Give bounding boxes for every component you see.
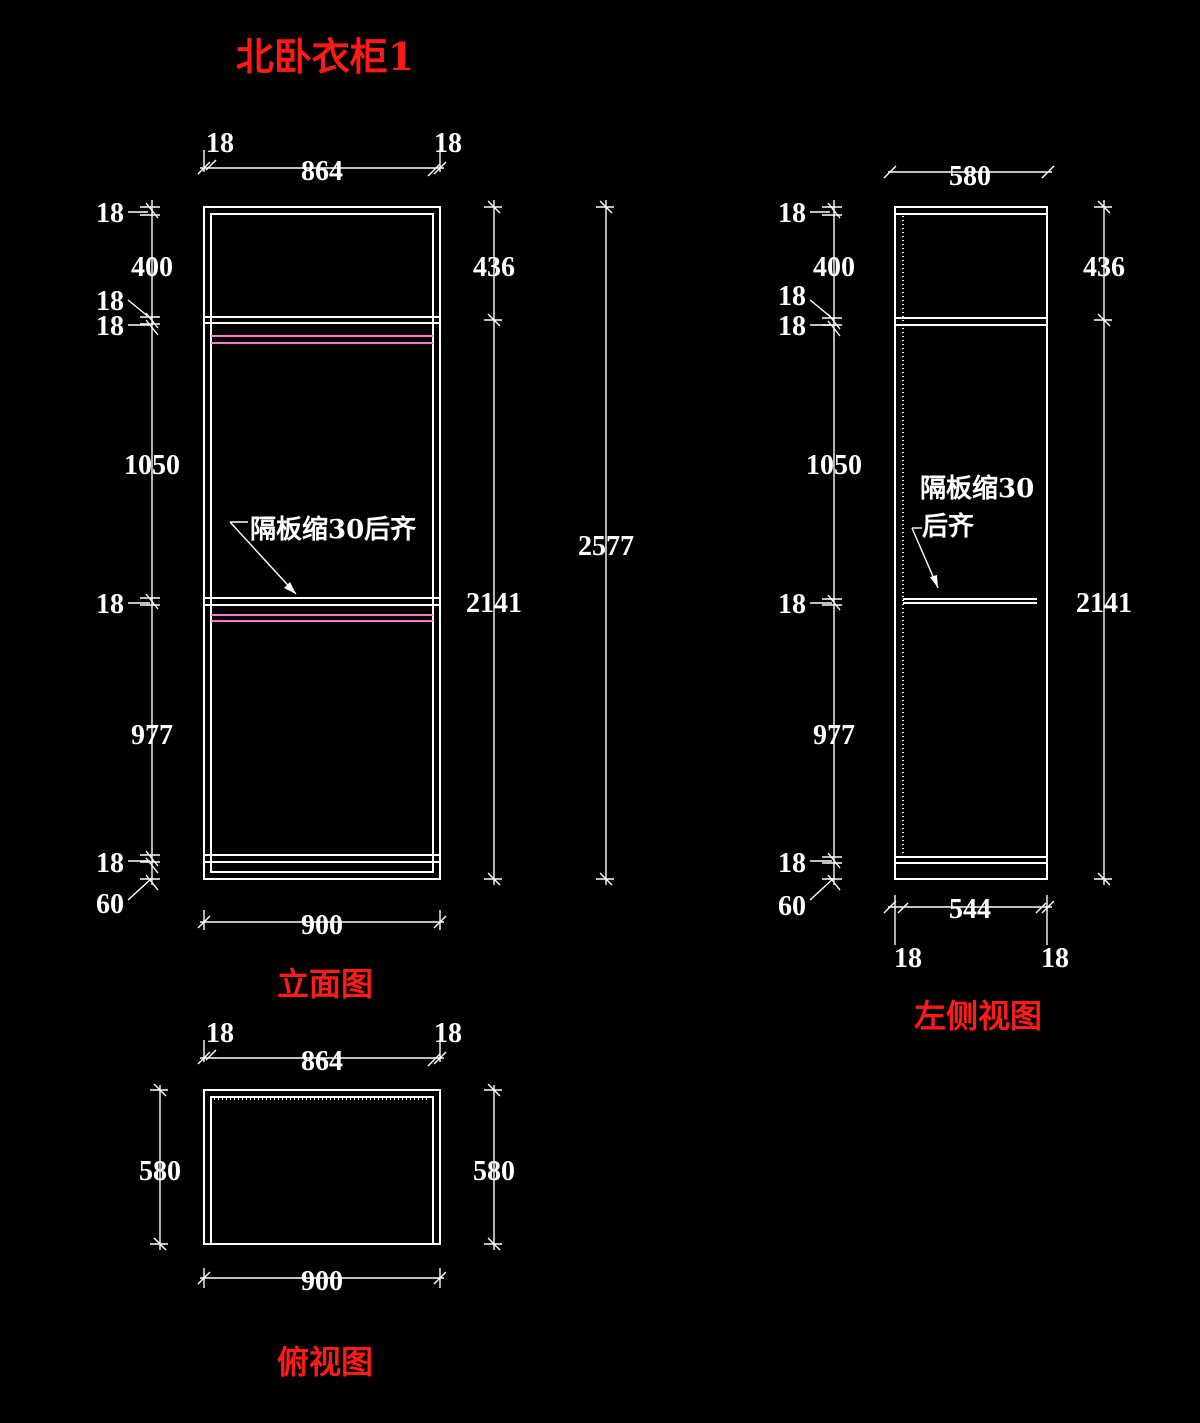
elevation-shelf2-thickness: 18	[96, 589, 124, 620]
elevation-upper-height: 436	[473, 252, 515, 283]
elevation-lower-space-height: 977	[131, 720, 173, 751]
elevation-right-side-thickness: 18	[434, 128, 462, 159]
side-shelf-note-line2: 后齐	[922, 511, 975, 542]
side-back-thickness: 18	[1041, 943, 1069, 974]
elevation-middle-space-height: 1050	[124, 450, 180, 481]
side-shelf2-thickness: 18	[778, 589, 806, 620]
side-bottom-panel-thickness: 18	[778, 848, 806, 879]
side-view: 580 18 400 18	[778, 161, 1132, 1035]
elevation-top-panel-thickness: 18	[96, 198, 124, 229]
plan-right-depth: 580	[473, 1156, 515, 1187]
side-shelf1-lower-thickness: 18	[778, 311, 806, 342]
side-shelf-note: 隔板缩30 后齐	[911, 473, 1034, 589]
side-view-label: 左侧视图	[914, 997, 1042, 1035]
plan-overall-width: 900	[301, 1266, 343, 1297]
side-inner-depth: 544	[949, 894, 991, 925]
side-cabinet-outline	[894, 206, 1048, 880]
side-top-space-height: 400	[813, 252, 855, 283]
elevation-cabinet-outline	[203, 206, 441, 880]
elevation-left-dimension-chain: 18 400 18 18 1050 18 977 18 60	[96, 198, 180, 920]
plan-left-side-thickness: 18	[206, 1018, 234, 1049]
elevation-lower-height: 2141	[466, 588, 522, 619]
side-right-dimension: 436 2141	[1076, 200, 1132, 886]
side-shelf-note-line1: 隔板缩30	[920, 473, 1034, 504]
side-lower-space-height: 977	[813, 720, 855, 751]
plan-inner-width: 864	[301, 1046, 343, 1077]
side-top-panel-thickness: 18	[778, 198, 806, 229]
elevation-shelf-note-text: 隔板缩30后齐	[250, 514, 417, 545]
elevation-total-height: 2577	[578, 531, 634, 562]
plan-view: 18 864 18 580 580 900	[139, 1018, 515, 1381]
side-top-dimension: 580	[883, 161, 1055, 192]
elevation-bottom-dimension: 900	[197, 910, 447, 941]
elevation-right-dimension: 436 2141	[466, 200, 522, 886]
elevation-plinth-height: 60	[96, 889, 124, 920]
side-overall-depth: 580	[949, 161, 991, 192]
elevation-top-space-height: 400	[131, 252, 173, 283]
elevation-shelf1-lower-thickness: 18	[96, 311, 124, 342]
side-lower-height: 2141	[1076, 588, 1132, 619]
plan-top-dimension: 18 864 18	[197, 1018, 462, 1077]
plan-left-depth-dimension: 580	[139, 1083, 181, 1251]
elevation-overall-width: 900	[301, 910, 343, 941]
elevation-top-dimension: 18 864 18	[197, 128, 462, 187]
plan-left-depth: 580	[139, 1156, 181, 1187]
side-upper-height: 436	[1083, 252, 1125, 283]
elevation-inner-width: 864	[301, 156, 343, 187]
elevation-shelf1-upper-thickness: 18	[96, 286, 124, 317]
plan-cabinet-outline	[203, 1089, 441, 1245]
plan-right-depth-dimension: 580	[473, 1083, 515, 1251]
elevation-left-side-thickness: 18	[206, 128, 234, 159]
side-middle-space-height: 1050	[806, 450, 862, 481]
plan-view-label: 俯视图	[277, 1343, 373, 1381]
side-left-dimension-chain: 18 400 18 18 1050 18 977 18 60	[778, 198, 862, 922]
side-shelf1-upper-thickness: 18	[778, 281, 806, 312]
elevation-total-height-dimension: 2577	[578, 200, 634, 886]
elevation-view-label: 立面图	[277, 965, 373, 1003]
elevation-shelf-note: 隔板缩30后齐	[229, 514, 417, 595]
side-front-thickness: 18	[894, 943, 922, 974]
drawing-title: 北卧衣柜1	[236, 34, 414, 79]
elevation-bottom-panel-thickness: 18	[96, 848, 124, 879]
side-plinth-height: 60	[778, 891, 806, 922]
elevation-view: 18 864 18	[96, 128, 634, 1003]
plan-bottom-dimension: 900	[197, 1266, 447, 1297]
plan-right-side-thickness: 18	[434, 1018, 462, 1049]
side-bottom-dimension: 544 18 18	[883, 894, 1069, 974]
